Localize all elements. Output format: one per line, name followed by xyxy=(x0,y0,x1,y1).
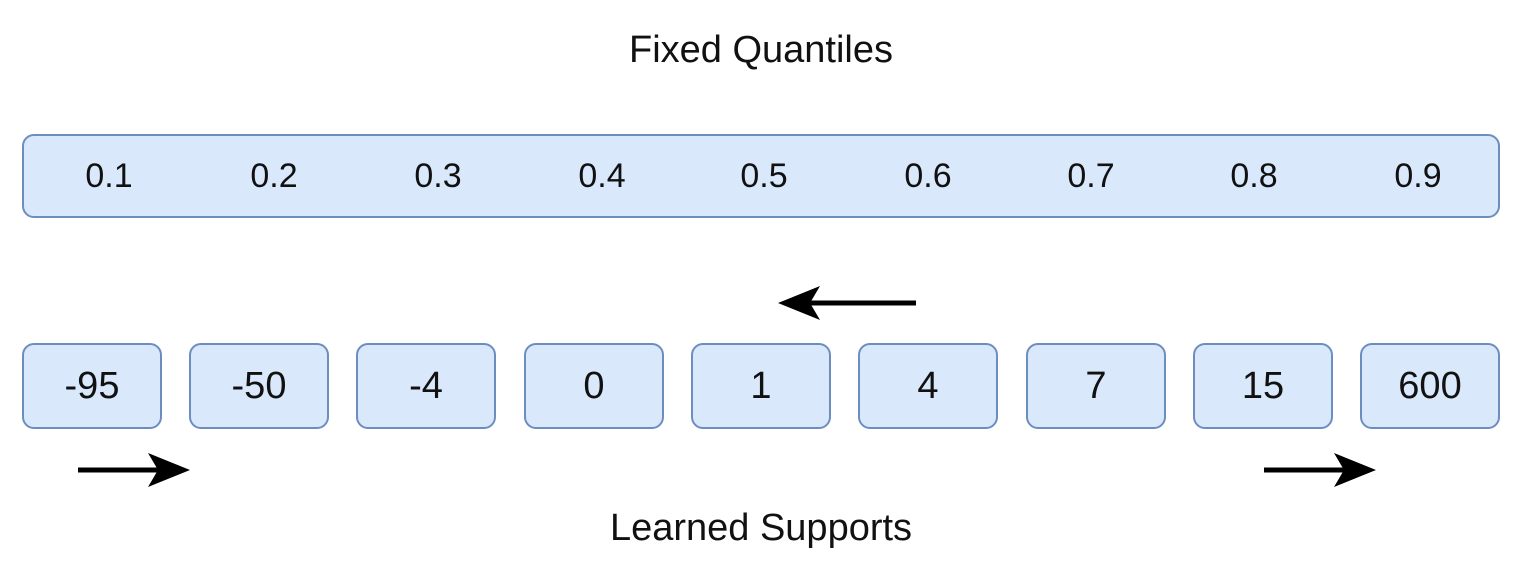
support-box: -50 xyxy=(189,343,329,429)
support-box: 600 xyxy=(1360,343,1500,429)
quantile-label: 0.2 xyxy=(250,157,298,195)
learned-supports-title: Learned Supports xyxy=(609,507,913,549)
support-box: 7 xyxy=(1026,343,1166,429)
support-box: 0 xyxy=(524,343,664,429)
quantile-label: 0.8 xyxy=(1230,157,1278,195)
quantile-label: 0.6 xyxy=(904,157,952,195)
quantile-bar: 0.1 0.2 0.3 0.4 0.5 0.6 0.7 0.8 0.9 xyxy=(22,134,1500,218)
support-box: -95 xyxy=(22,343,162,429)
quantile-label: 0.1 xyxy=(85,157,133,195)
support-box: 4 xyxy=(858,343,998,429)
support-box: -4 xyxy=(356,343,496,429)
quantile-label: 0.5 xyxy=(740,157,788,195)
quantile-label: 0.7 xyxy=(1067,157,1115,195)
quantile-label: 0.3 xyxy=(414,157,462,195)
quantile-label: 0.9 xyxy=(1394,157,1442,195)
support-box: 15 xyxy=(1193,343,1333,429)
left-arrow-icon xyxy=(778,286,916,320)
right-arrow-icon xyxy=(78,453,190,487)
right-arrow-icon xyxy=(1264,453,1376,487)
support-box: 1 xyxy=(691,343,831,429)
fixed-quantiles-title: Fixed Quantiles xyxy=(628,29,893,71)
quantile-label: 0.4 xyxy=(578,157,626,195)
